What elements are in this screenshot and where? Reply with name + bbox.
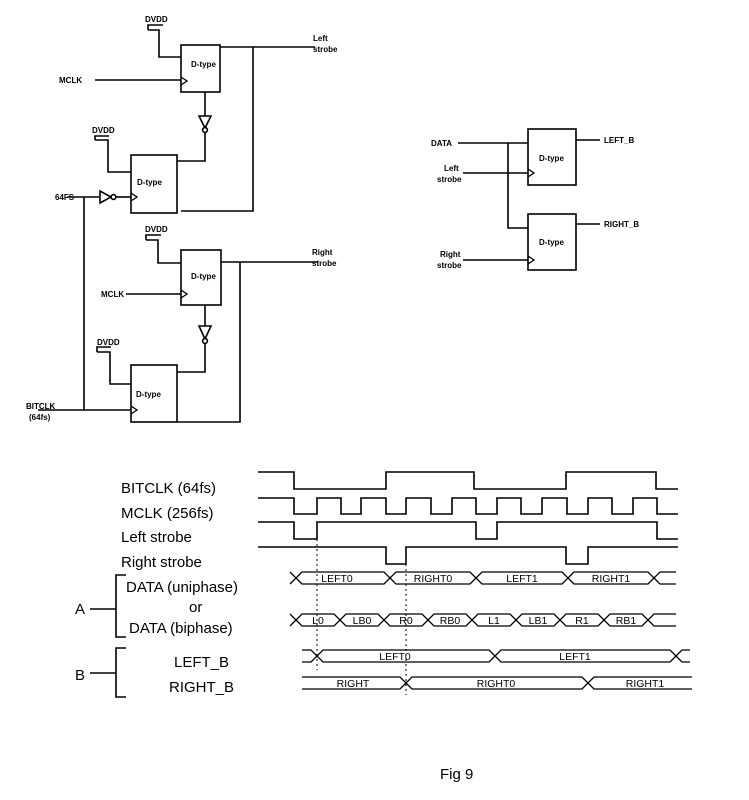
data-cell-l1: L1 bbox=[488, 615, 500, 627]
dtype-flipflop-3 bbox=[180, 249, 222, 306]
data-cell-rb1: RB1 bbox=[616, 615, 637, 627]
dtype-flipflop-4 bbox=[130, 364, 178, 423]
group-label-a: A bbox=[75, 601, 85, 618]
left-circuit-labels: DVDD DVDD DVDD DVDD MCLK MCLK 64FS Left … bbox=[26, 15, 338, 422]
left-strobe-label: Left bbox=[313, 34, 328, 43]
signal-label-right-strobe: Right strobe bbox=[121, 554, 202, 571]
right-strobe-waveform bbox=[258, 546, 678, 565]
data-cell-left1: LEFT1 bbox=[506, 573, 538, 585]
dtype-label-2: D-type bbox=[137, 178, 162, 187]
left-b-cell-left1: LEFT1 bbox=[559, 651, 591, 663]
signal-label-right-b: RIGHT_B bbox=[169, 679, 234, 696]
right-strobe-input-label: Right bbox=[440, 250, 461, 259]
group-label-b: B bbox=[75, 667, 85, 684]
clock-input-marker bbox=[180, 289, 189, 299]
left-b-output-label: LEFT_B bbox=[604, 136, 634, 145]
left-strobe-waveform bbox=[258, 521, 678, 540]
timing-waveforms: LEFT0 RIGHT0 LEFT1 RIGHT1 L0 LB0 R0 RB0 … bbox=[258, 471, 692, 695]
data-cell-r1: R1 bbox=[575, 615, 589, 627]
right-strobe-input-label: strobe bbox=[437, 261, 462, 270]
clock-input-marker bbox=[180, 76, 189, 86]
left-b-cell-left0: LEFT0 bbox=[379, 651, 411, 663]
clock-input-marker bbox=[527, 255, 536, 265]
right-strobe-label: Right bbox=[312, 248, 333, 257]
dtype-flipflop-2 bbox=[130, 154, 178, 214]
data-cell-right0: RIGHT0 bbox=[414, 573, 453, 585]
left-strobe-input-label: Left bbox=[444, 164, 459, 173]
dtype-label-4: D-type bbox=[136, 390, 161, 399]
signal-label-left-strobe: Left strobe bbox=[121, 529, 192, 546]
dvdd-label: DVDD bbox=[145, 15, 168, 24]
dtype-label-3: D-type bbox=[191, 272, 216, 281]
right-b-cell-right1: RIGHT1 bbox=[626, 678, 665, 690]
left-strobe-label: strobe bbox=[313, 45, 338, 54]
dvdd-label: DVDD bbox=[92, 126, 115, 135]
dtype-flipflop-left-b bbox=[527, 128, 577, 186]
64fs-label: 64FS bbox=[55, 193, 75, 202]
data-latch-circuit: D-type D-type DATA Left strobe Right str… bbox=[431, 128, 639, 271]
left-strobe-input-label: strobe bbox=[437, 175, 462, 184]
data-cell-right1: RIGHT1 bbox=[592, 573, 631, 585]
right-strobe-circuit: D-type D-type bbox=[38, 234, 318, 423]
data-cell-lb1: LB1 bbox=[529, 615, 548, 627]
mclk-label: MCLK bbox=[101, 290, 124, 299]
data-biphase-bus: L0 LB0 R0 RB0 L1 LB1 R1 RB1 bbox=[289, 613, 676, 627]
left-strobe-circuit: D-type D-type bbox=[67, 24, 315, 411]
signal-label-bitclk: BITCLK (64fs) bbox=[121, 480, 216, 497]
right-b-bus: RIGHT RIGHT0 RIGHT1 bbox=[302, 676, 692, 690]
right-b-cell-right0: RIGHT0 bbox=[477, 678, 516, 690]
data-input-label: DATA bbox=[431, 139, 452, 148]
timing-signal-labels: BITCLK (64fs) MCLK (256fs) Left strobe R… bbox=[75, 480, 238, 696]
figure-caption: Fig 9 bbox=[440, 766, 473, 783]
timing-brackets bbox=[90, 574, 126, 698]
data-uniphase-bus: LEFT0 RIGHT0 LEFT1 RIGHT1 bbox=[289, 571, 676, 585]
left-b-bus: LEFT0 LEFT1 bbox=[302, 649, 690, 663]
inverter-64fs bbox=[99, 189, 113, 205]
dtype-label-1: D-type bbox=[191, 60, 216, 69]
mclk-waveform bbox=[258, 497, 678, 515]
dtype-label-6: D-type bbox=[539, 238, 564, 247]
clock-input-marker bbox=[527, 168, 536, 178]
bitclk-label: (64fs) bbox=[29, 413, 51, 422]
right-b-output-label: RIGHT_B bbox=[604, 220, 639, 229]
signal-label-data-biphase: DATA (biphase) bbox=[129, 620, 233, 637]
bitclk-label: BITCLK bbox=[26, 402, 56, 411]
data-cell-left0: LEFT0 bbox=[321, 573, 353, 585]
dvdd-label: DVDD bbox=[97, 338, 120, 347]
signal-label-data-uniphase: DATA (uniphase) bbox=[126, 579, 238, 596]
data-cell-lb0: LB0 bbox=[353, 615, 372, 627]
inverter-1 bbox=[197, 115, 213, 130]
clock-input-marker bbox=[130, 405, 139, 415]
right-b-cell-right: RIGHT bbox=[337, 678, 370, 690]
data-cell-l0: L0 bbox=[312, 615, 324, 627]
signal-label-or: or bbox=[189, 599, 202, 616]
clock-input-marker bbox=[130, 192, 139, 202]
dtype-flipflop-1 bbox=[180, 44, 221, 93]
dtype-label-5: D-type bbox=[539, 154, 564, 163]
dtype-flipflop-right-b bbox=[527, 213, 577, 271]
data-cell-r0: R0 bbox=[399, 615, 413, 627]
signal-label-mclk: MCLK (256fs) bbox=[121, 505, 214, 522]
inverter-2 bbox=[197, 325, 213, 341]
mclk-label: MCLK bbox=[59, 76, 82, 85]
signal-label-left-b: LEFT_B bbox=[174, 654, 229, 671]
right-strobe-label: strobe bbox=[312, 259, 337, 268]
data-cell-rb0: RB0 bbox=[440, 615, 461, 627]
dvdd-label: DVDD bbox=[145, 225, 168, 234]
bitclk-waveform bbox=[258, 471, 678, 490]
